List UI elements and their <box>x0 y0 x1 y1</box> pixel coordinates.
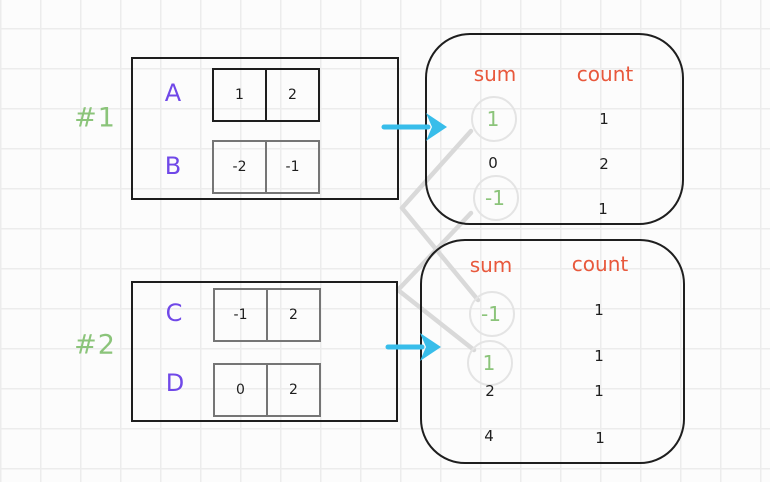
arrow-right-icon <box>385 333 441 361</box>
example-2-sum-3: 4 <box>484 427 494 445</box>
array-d-label: D <box>165 369 185 397</box>
example-2-count-3: 1 <box>595 429 605 447</box>
example-2-sum-1: 1 <box>482 351 496 375</box>
example-1-tag: #1 <box>74 102 116 134</box>
highlight-circle <box>467 340 513 386</box>
connector-line-2 <box>395 210 477 353</box>
example-2-count-header: count <box>571 252 629 276</box>
arrow-right-icon <box>381 113 447 141</box>
example-2-sum-2: 2 <box>485 382 495 400</box>
array-b-label: B <box>164 152 182 180</box>
example-2-input-box <box>131 281 398 422</box>
example-1-sum-2: -1 <box>485 186 505 210</box>
array-c-cells: -1 2 <box>213 288 321 342</box>
array-a-cells: 1 2 <box>212 68 320 122</box>
array-c-label: C <box>165 299 183 327</box>
array-c-cell-1: 2 <box>266 288 321 342</box>
example-1-sum-1: 0 <box>488 154 498 172</box>
example-1-count-1: 2 <box>599 155 609 173</box>
highlight-circle <box>469 291 515 337</box>
example-2-result-box <box>420 239 685 464</box>
array-d-cell-1: 2 <box>266 363 321 417</box>
highlight-circle <box>473 175 519 221</box>
example-2-sum-0: -1 <box>481 302 501 326</box>
example-1-sum-header: sum <box>473 62 517 86</box>
example-2-tag: #2 <box>74 329 116 361</box>
example-1-count-2: 1 <box>598 200 608 218</box>
example-1-sum-0: 1 <box>486 107 500 131</box>
array-a-cell-1: 2 <box>265 68 320 122</box>
example-1-count-0: 1 <box>599 110 609 128</box>
array-b-cells: -2 -1 <box>212 140 320 194</box>
example-1-count-header: count <box>576 62 634 86</box>
example-2-count-2: 1 <box>594 382 604 400</box>
array-d-cells: 0 2 <box>213 363 321 417</box>
example-2-sum-header: sum <box>469 253 513 277</box>
example-2-count-1: 1 <box>594 347 604 365</box>
array-b-cell-1: -1 <box>265 140 320 194</box>
example-2-count-0: 1 <box>594 301 604 319</box>
highlight-circle <box>471 96 517 142</box>
array-a-label: A <box>164 79 182 107</box>
